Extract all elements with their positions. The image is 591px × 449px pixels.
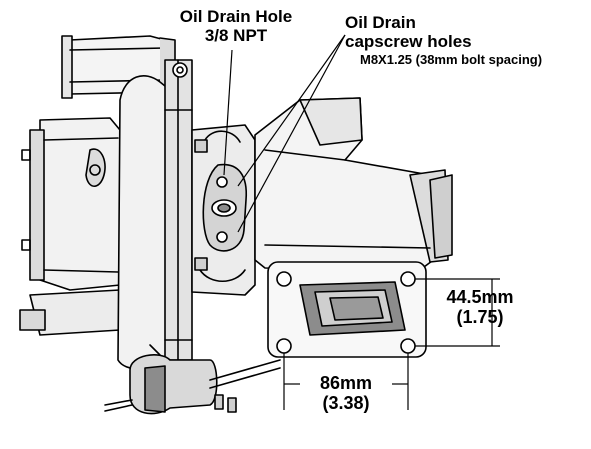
vertical-spacing-imperial: (1.75) [456, 306, 504, 327]
compressor-outlet [117, 59, 193, 370]
oil-drain-hole-leader [223, 49, 233, 176]
callout-leaders [223, 34, 346, 233]
capscrew-leader-top [237, 34, 346, 187]
wastegate-actuator [104, 344, 281, 415]
oil-drain-flange [202, 163, 247, 252]
oil-drain-hole-callout: Oil Drain Hole 3/8 NPT [170, 7, 302, 45]
capscrew-holes-callout: Oil Drain capscrew holes M8X1.25 (38mm b… [345, 13, 543, 68]
capscrew-leader-bottom [237, 34, 346, 233]
horizontal-spacing-label: 86mm (3.38) [300, 373, 392, 414]
capscrew-title-line2: capscrew holes [345, 31, 472, 51]
vertical-spacing-metric: 44.5mm [446, 287, 514, 307]
oil-drain-hole-thread: 3/8 NPT [204, 25, 268, 45]
compressor-housing [19, 117, 121, 336]
vertical-spacing-label: 44.5mm (1.75) [435, 287, 525, 328]
capscrew-spec: M8X1.25 (38mm bolt spacing) [360, 52, 543, 68]
horizontal-spacing-metric: 86mm [319, 373, 373, 393]
oil-drain-hole-title: Oil Drain Hole [179, 7, 293, 26]
dimension-lines [283, 278, 500, 410]
horizontal-spacing-imperial: (3.38) [322, 392, 370, 413]
capscrew-title-line1: Oil Drain [345, 13, 416, 32]
turbine-inlet-flange [267, 261, 427, 358]
turbine-housing [254, 97, 453, 271]
